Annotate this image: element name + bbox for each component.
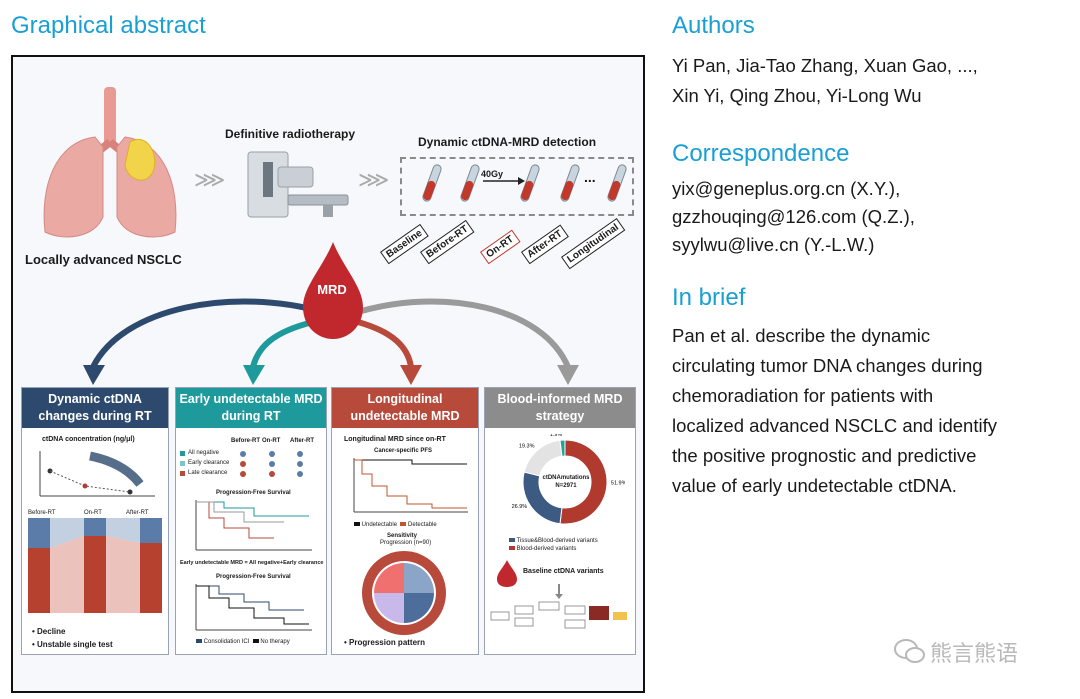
correspondence-heading: Correspondence [672, 140, 850, 167]
km-title: Progression-Free Survival [216, 574, 291, 580]
bullet-item: • Decline [32, 627, 66, 636]
table-row: Late clearance [188, 470, 228, 476]
stage-label: Before-RT [28, 510, 56, 516]
panel-dynamic-ctdna: Dynamic ctDNA changes during RT ctDNA co… [21, 387, 169, 655]
mutation-donut-chart: 51.9% 26.9% 19.3% 1.9% [512, 434, 625, 525]
panel-title: Blood-informed MRD strategy [485, 388, 635, 428]
authors-line: Xin Yi, Qing Zhou, Yi-Long Wu [672, 85, 922, 106]
panel-title: Dynamic ctDNA changes during RT [22, 388, 168, 428]
donut-center-label: ctDNAmutations [542, 475, 590, 481]
in-brief-line: chemoradiation for patients with [672, 385, 934, 406]
detection-box [400, 157, 634, 216]
authors-heading: Authors [672, 12, 755, 39]
sensitivity-title: Sensitivity [387, 533, 418, 539]
pfs-km-chart [195, 500, 312, 551]
radiotherapy-machine-icon [247, 151, 349, 218]
chart-title: ctDNA concentration (ng/μl) [42, 436, 135, 443]
lungs-icon [43, 87, 177, 238]
blood-drop-icon [303, 242, 363, 339]
table-header: On-RT [262, 438, 281, 444]
radiotherapy-label: Definitive radiotherapy [225, 127, 356, 141]
flow-arrow-icon: ⋙ [358, 167, 390, 192]
bullet-item: • Progression pattern [344, 638, 426, 647]
stage-label: On-RT [84, 510, 102, 516]
table-row: All negative [188, 450, 220, 456]
pfs-km-chart-2 [195, 584, 312, 631]
sensitivity-donut [362, 551, 446, 635]
panel-early-undetectable: Early undetectable MRD during RT Before-… [175, 387, 327, 655]
flow-diagram [490, 584, 627, 629]
mrd-arrows [83, 242, 579, 385]
in-brief-line: Pan et al. describe the dynamic [672, 325, 931, 346]
donut-slice-label: 26.9% [512, 504, 528, 510]
sensitivity-subtitle: Progression (n=90) [380, 540, 432, 546]
alluvial-chart [28, 518, 162, 613]
km-title: Progression-Free Survival [216, 490, 291, 496]
baseline-label: Baseline ctDNA variants [523, 568, 604, 575]
clearance-table-dots [180, 451, 303, 477]
correspondence-line[interactable]: gzzhouqing@126.com (Q.Z.), [672, 206, 915, 227]
donut-slice-label: 1.9% [550, 434, 563, 438]
dose-label: 40Gy [481, 169, 504, 179]
panel-title: Early undetectable MRD during RT [176, 388, 326, 428]
donut-slice [559, 439, 566, 457]
mrd-drop-label: MRD [317, 282, 347, 297]
donut-slice [559, 439, 608, 525]
in-brief-line: value of early undetectable ctDNA. [672, 475, 957, 496]
in-brief-line: the positive prognostic and predictive [672, 445, 977, 466]
table-row: Early clearance [188, 460, 230, 466]
ellipsis-label: ... [584, 169, 596, 185]
donut-legend-item: Blood-derived variants [509, 546, 576, 552]
wechat-icon [894, 639, 925, 663]
blood-tubes-icon [422, 164, 627, 202]
donut-legend-item: Tissue&Blood-derived variants [509, 538, 598, 544]
km-legend: Consolidation ICI No therapy [196, 639, 290, 645]
sub-title: Longitudinal MRD since on-RT [344, 436, 446, 443]
cs-pfs-km-chart [353, 458, 468, 513]
correspondence-line[interactable]: syylwu@live.cn (Y.-L.W.) [672, 234, 875, 255]
in-brief-line: localized advanced NSCLC and identify [672, 415, 997, 436]
lung-label: Locally advanced NSCLC [25, 252, 182, 267]
panel-blood-informed: Blood-informed MRD strategy 51.9% 26.9% 19… [484, 387, 636, 655]
stage-label: After-RT [126, 510, 149, 516]
correspondence-line[interactable]: yix@geneplus.org.cn (X.Y.), [672, 178, 901, 199]
bullet-item: • Unstable single test [32, 640, 113, 649]
donut-slice-label: 51.9% [611, 481, 625, 487]
panel-longitudinal: Longitudinal undetectable MRD Longitudin… [331, 387, 479, 655]
panel-title: Longitudinal undetectable MRD [332, 388, 478, 428]
definition-text: Early undetectable MRD = All negative+Ea… [180, 560, 324, 566]
km-legend: Undetectable Detectable [354, 522, 437, 528]
graphical-abstract-heading: Graphical abstract [11, 12, 206, 39]
in-brief-line: circulating tumor DNA changes during [672, 355, 983, 376]
donut-center-value: N=2971 [555, 483, 577, 489]
authors-line: Yi Pan, Jia-Tao Zhang, Xuan Gao, ..., [672, 55, 978, 76]
ctdna-decline-chart [39, 451, 155, 497]
blood-drop-icon [497, 560, 517, 587]
table-header: After-RT [290, 438, 314, 444]
flow-arrow-icon: ⋙ [194, 167, 226, 192]
donut-slice-label: 19.3% [519, 444, 535, 450]
detection-label: Dynamic ctDNA-MRD detection [418, 135, 597, 149]
in-brief-heading: In brief [672, 284, 746, 311]
table-header: Before-RT [231, 438, 261, 444]
km-title: Cancer-specific PFS [374, 448, 433, 454]
watermark-text: 熊言熊语 [930, 642, 1019, 667]
graphical-abstract-figure: Locally advanced NSCLC ⋙ ⋙ Definitive ra… [11, 55, 645, 693]
